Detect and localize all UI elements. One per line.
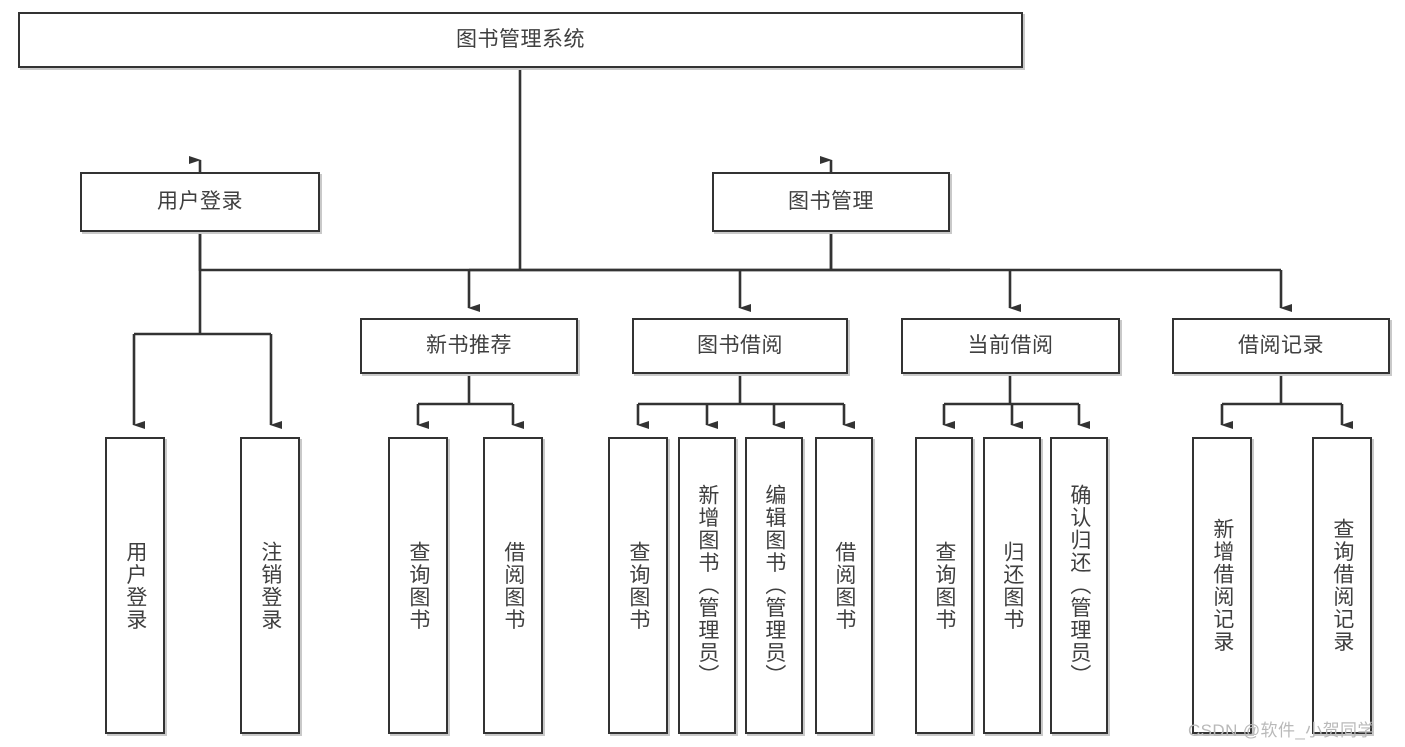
node-leaf-query-book-2[interactable]: 查询图书: [608, 437, 668, 734]
node-leaf-query-record[interactable]: 查询借阅记录: [1312, 437, 1372, 734]
node-new-book-rec[interactable]: 新书推荐: [360, 318, 578, 374]
node-leaf-query-book-1[interactable]: 查询图书: [388, 437, 448, 734]
node-user-login[interactable]: 用户登录: [80, 172, 320, 232]
node-leaf-add-book[interactable]: 新增图书（管理员）: [678, 437, 736, 734]
node-leaf-query-book-3-label: 查询图书: [932, 540, 956, 631]
node-new-book-rec-label: 新书推荐: [426, 333, 512, 357]
node-leaf-borrow-book-1-label: 借阅图书: [501, 540, 525, 631]
csdn-watermark: CSDN @软件_小贺同学: [1188, 721, 1375, 740]
node-leaf-edit-book-label: 编辑图书（管理员）: [762, 484, 786, 687]
node-leaf-confirm-return[interactable]: 确认归还（管理员）: [1050, 437, 1108, 734]
node-leaf-query-book-1-label: 查询图书: [406, 540, 430, 631]
node-leaf-borrow-book-2-label: 借阅图书: [832, 540, 856, 631]
node-leaf-add-book-label: 新增图书（管理员）: [695, 484, 719, 687]
node-leaf-return-book-label: 归还图书: [1000, 540, 1024, 631]
node-borrow-record[interactable]: 借阅记录: [1172, 318, 1390, 374]
node-book-borrow-label: 图书借阅: [697, 333, 783, 357]
node-leaf-add-record[interactable]: 新增借阅记录: [1192, 437, 1252, 734]
node-leaf-user-login[interactable]: 用户登录: [105, 437, 165, 734]
node-leaf-query-record-label: 查询借阅记录: [1330, 518, 1354, 653]
node-leaf-return-book[interactable]: 归还图书: [983, 437, 1041, 734]
node-leaf-confirm-return-label: 确认归还（管理员）: [1067, 484, 1091, 687]
node-book-manage-label: 图书管理: [788, 189, 874, 213]
node-leaf-query-book-2-label: 查询图书: [626, 540, 650, 631]
node-book-manage[interactable]: 图书管理: [712, 172, 950, 232]
node-current-borrow-label: 当前借阅: [967, 333, 1054, 357]
node-leaf-user-login-label: 用户登录: [123, 540, 147, 631]
node-leaf-add-record-label: 新增借阅记录: [1210, 518, 1234, 653]
node-leaf-user-logout[interactable]: 注销登录: [240, 437, 300, 734]
node-book-borrow[interactable]: 图书借阅: [632, 318, 848, 374]
node-leaf-borrow-book-1[interactable]: 借阅图书: [483, 437, 543, 734]
node-leaf-edit-book[interactable]: 编辑图书（管理员）: [745, 437, 803, 734]
node-current-borrow[interactable]: 当前借阅: [901, 318, 1120, 374]
node-root-label: 图书管理系统: [456, 27, 585, 51]
node-user-login-label: 用户登录: [157, 189, 243, 213]
node-borrow-record-label: 借阅记录: [1238, 333, 1324, 357]
node-leaf-query-book-3[interactable]: 查询图书: [915, 437, 973, 734]
node-root[interactable]: 图书管理系统: [18, 12, 1023, 68]
node-leaf-borrow-book-2[interactable]: 借阅图书: [815, 437, 873, 734]
node-leaf-user-logout-label: 注销登录: [258, 540, 282, 631]
